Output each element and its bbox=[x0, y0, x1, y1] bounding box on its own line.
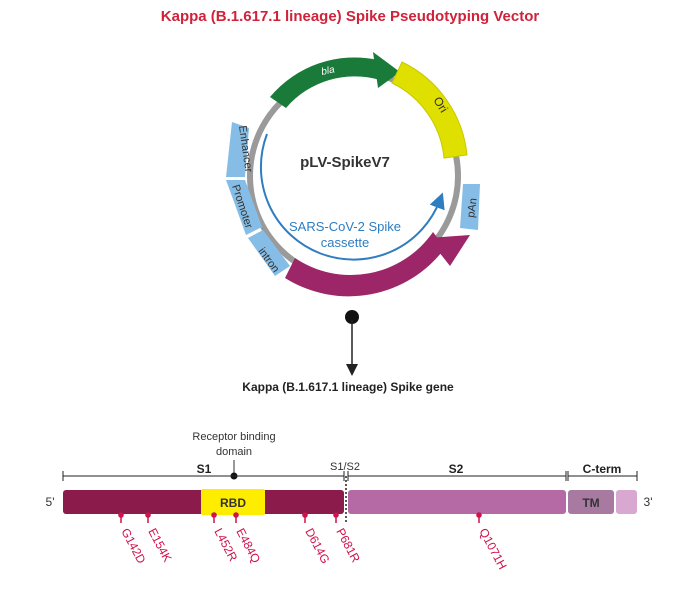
three-prime-label: 3' bbox=[644, 495, 653, 509]
spike-plasmid-feature: Kappa (B.1.617.1 lineage) Spike gene bbox=[285, 232, 470, 319]
bla-label: bla bbox=[320, 64, 336, 78]
pan-feature: pAn bbox=[460, 184, 480, 230]
gene-pointer-dot bbox=[345, 310, 359, 324]
region-label-s1: S1 bbox=[197, 462, 212, 476]
cassette-label-line2: cassette bbox=[321, 235, 369, 250]
plasmid-name: pLV-SpikeV7 bbox=[300, 154, 390, 171]
rbd-callout-line1: Receptor binding bbox=[192, 431, 275, 443]
mutation-label: E154K bbox=[145, 526, 174, 564]
region-label-s2: S2 bbox=[449, 462, 464, 476]
rbd-box bbox=[201, 489, 265, 515]
page-title: Kappa (B.1.617.1 lineage) Spike Pseudoty… bbox=[161, 8, 540, 25]
mutation-markers: G142D E154K L452R E484Q D614G P681R bbox=[118, 512, 510, 572]
cassette-arrow bbox=[259, 133, 445, 261]
s2-bar bbox=[348, 490, 566, 514]
rbd-callout-line2: domain bbox=[216, 446, 252, 458]
region-label-s1s2: S1/S2 bbox=[330, 461, 360, 473]
mutation-d614g: D614G bbox=[302, 512, 333, 566]
mutation-label: P681R bbox=[333, 526, 363, 565]
ori-feature: Ori bbox=[391, 61, 468, 159]
mutation-q1071h: Q1071H bbox=[476, 512, 510, 572]
mutation-label: G142D bbox=[118, 526, 148, 566]
mutation-g142d: G142D bbox=[118, 512, 149, 566]
rbd-label: RBD bbox=[220, 496, 246, 510]
tm-bar bbox=[568, 490, 614, 514]
five-prime-label: 5' bbox=[46, 495, 55, 509]
cassette-label-line1: SARS-CoV-2 Spike bbox=[289, 219, 401, 234]
mutation-label: D614G bbox=[302, 526, 332, 566]
mutation-p681r: P681R bbox=[333, 512, 363, 565]
mutation-label: E484Q bbox=[233, 526, 263, 566]
bla-feature: bla bbox=[270, 52, 400, 108]
tm-label: TM bbox=[582, 496, 599, 510]
region-bracket-s1 bbox=[62, 471, 345, 481]
region-bracket-cterm bbox=[567, 471, 638, 481]
mutation-e154k: E154K bbox=[145, 512, 175, 564]
cterm-tail-bar bbox=[616, 490, 637, 514]
region-label-cterm: C-term bbox=[583, 462, 622, 476]
mutation-label: Q1071H bbox=[476, 526, 509, 572]
pan-label: pAn bbox=[465, 197, 480, 218]
region-bracket-s2 bbox=[347, 471, 567, 481]
enhancer-feature: Enhancer bbox=[226, 122, 255, 177]
gene-heading: Kappa (B.1.617.1 lineage) Spike gene bbox=[242, 380, 454, 394]
